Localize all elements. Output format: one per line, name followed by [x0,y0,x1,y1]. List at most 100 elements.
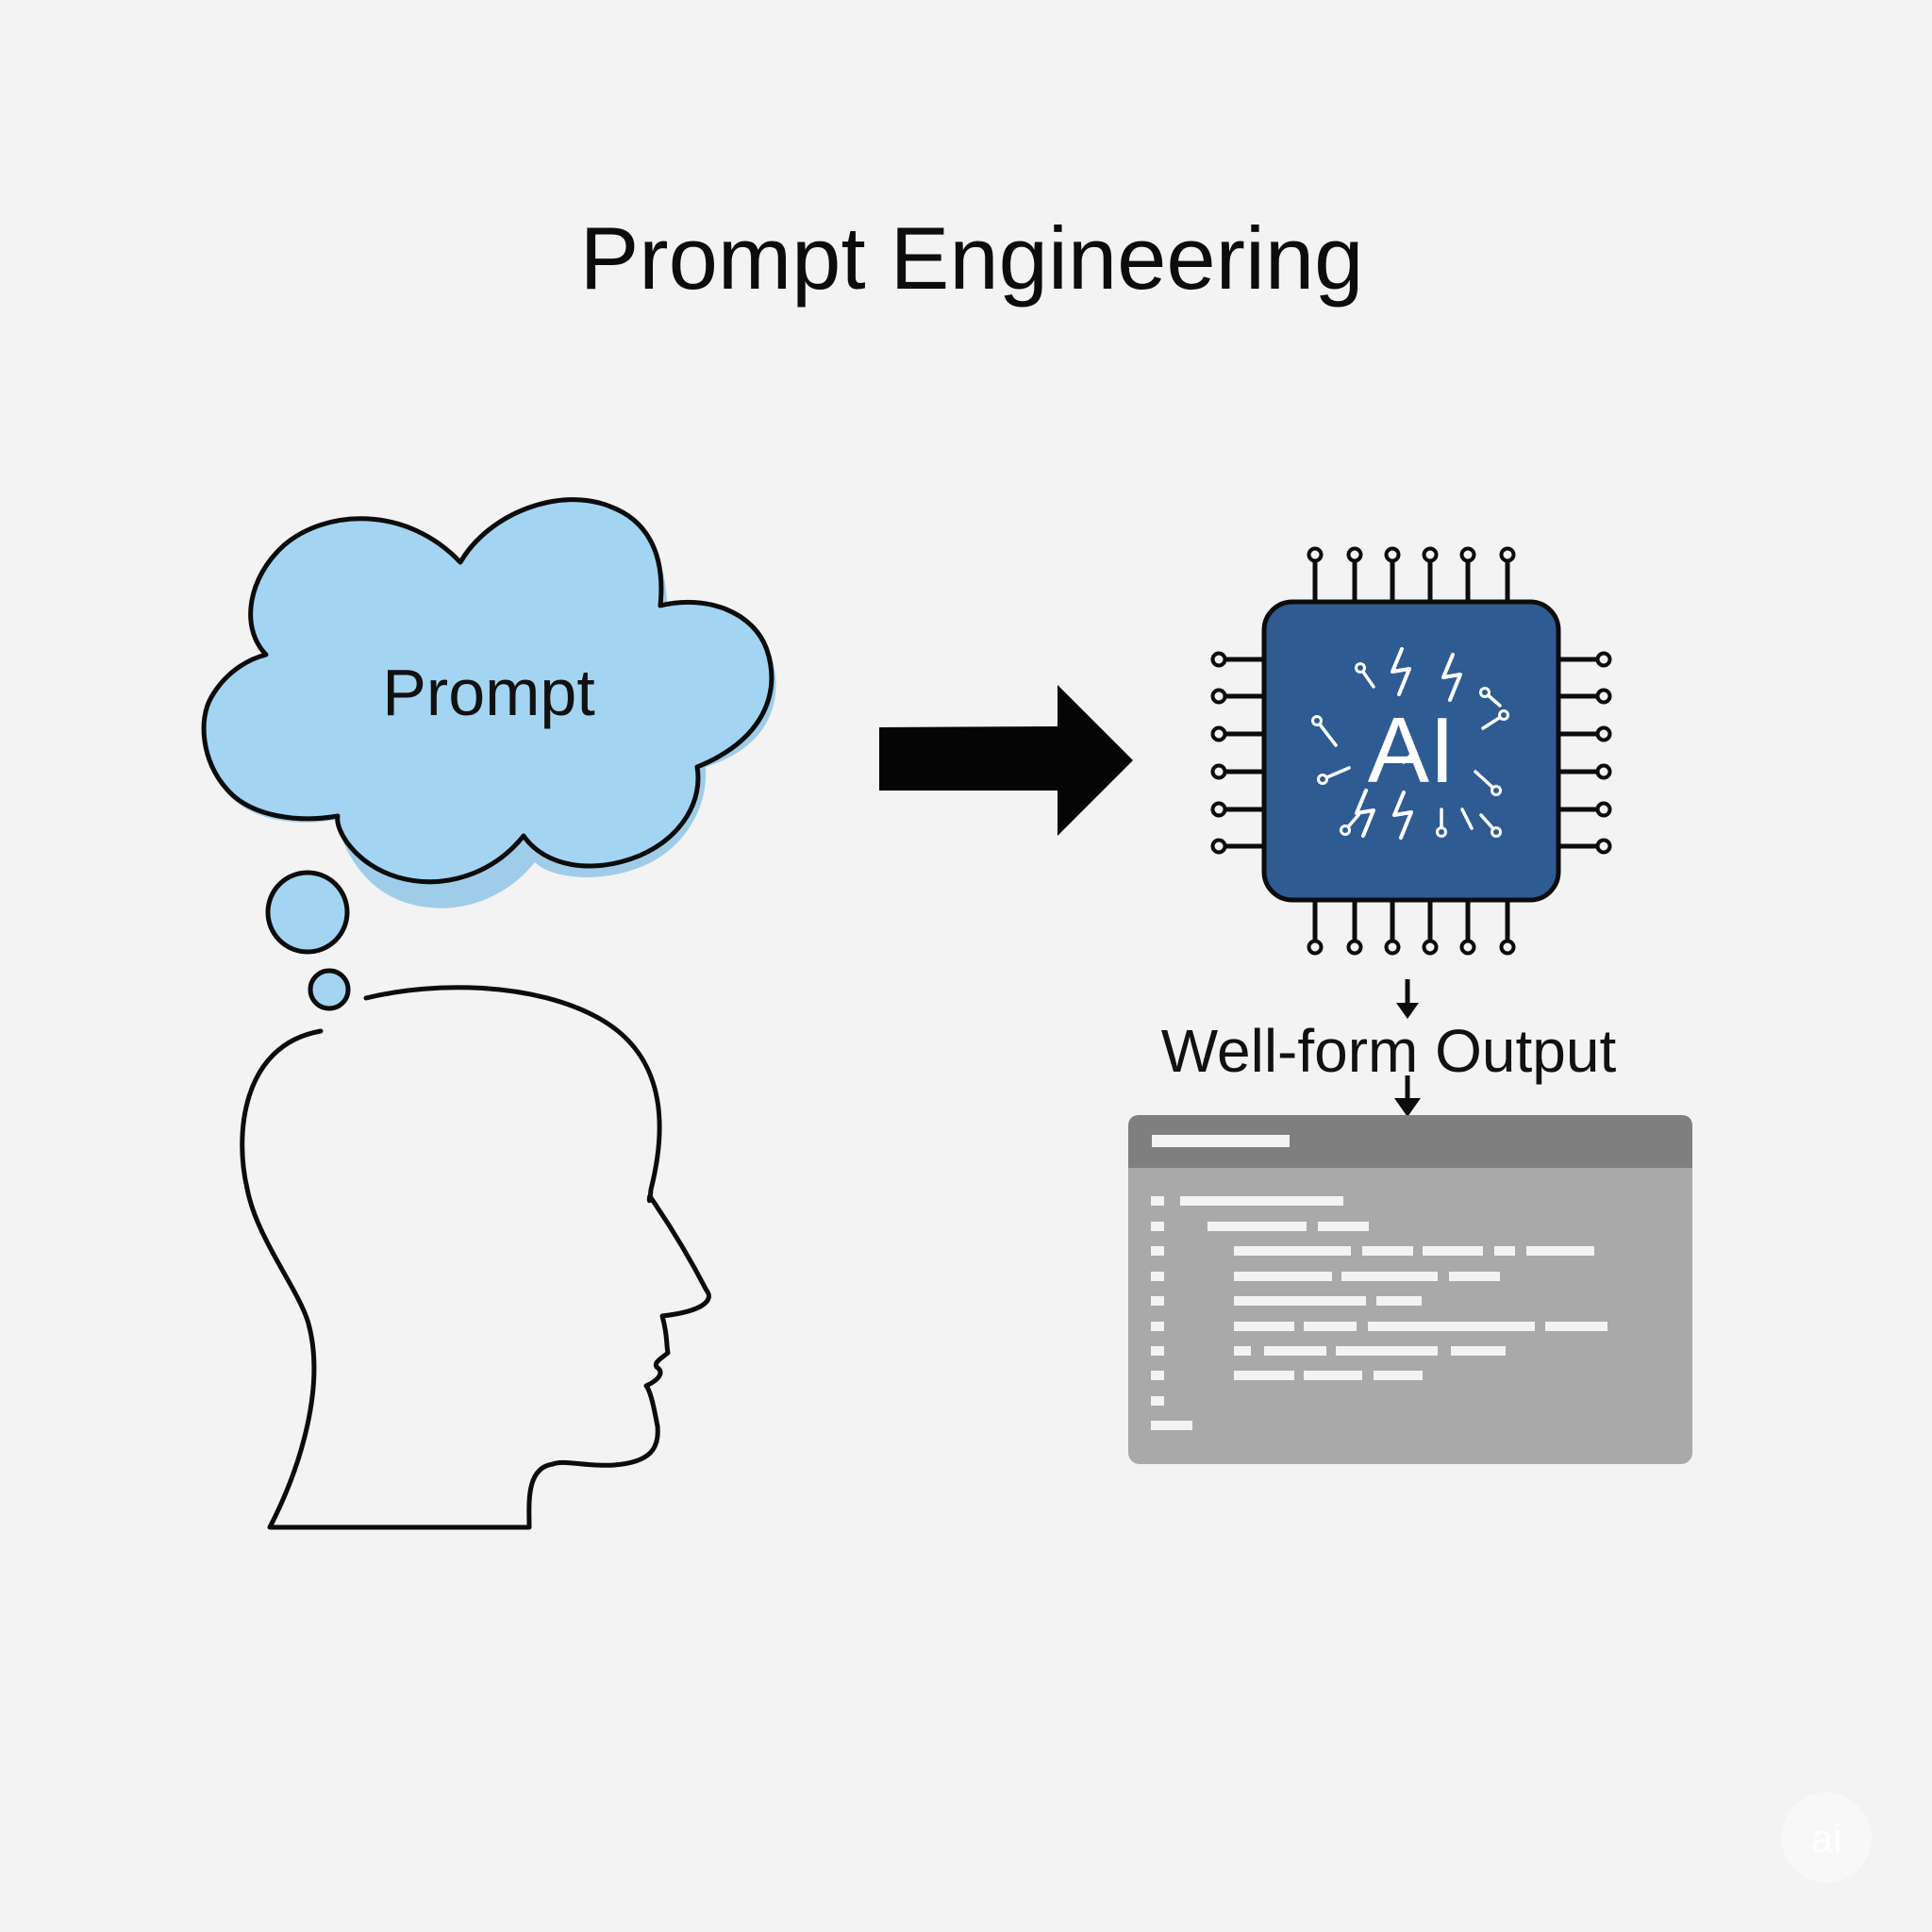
circuit-trace [1402,749,1417,764]
chip-pin-right-end [1595,688,1612,705]
thought-dot-large [265,870,350,955]
circuit-node [1498,709,1509,721]
watermark-circle [1781,1792,1872,1883]
chip-pin-bottom-end [1422,939,1439,956]
code-line-segment [1423,1246,1483,1256]
watermark-badge: ai [1781,1792,1872,1883]
code-line-segment [1449,1272,1500,1281]
code-line-segment [1376,1296,1422,1306]
chip-pin-bottom-end [1459,939,1476,956]
right-arrow-icon [879,685,1133,836]
code-line-segment [1336,1346,1438,1356]
code-line-segment [1526,1246,1594,1256]
code-line-segment [1234,1371,1294,1380]
chip-pin-top-end [1499,546,1516,563]
code-line-segment [1151,1371,1164,1380]
chip-pin-bottom-end [1384,939,1401,956]
circuit-node [1436,826,1447,838]
chip-pin-left-end [1210,763,1227,780]
circuit-node [1317,774,1328,785]
code-line-segment [1234,1296,1366,1306]
chip-pin-left-end [1210,838,1227,855]
window-titlebar [1128,1115,1692,1168]
code-line-segment [1151,1196,1164,1206]
lightning-bolt-icon [1355,789,1375,838]
circuit-trace [1460,808,1474,830]
code-line-segment [1234,1346,1251,1356]
code-line-segment [1451,1346,1506,1356]
chip-pin-bottom-end [1346,939,1363,956]
head-outline [240,985,711,1530]
chip-pin-bottom-end [1499,939,1516,956]
code-line-segment [1234,1272,1332,1281]
chip-pin-left-end [1210,725,1227,742]
code-line-segment [1362,1246,1413,1256]
circuit-node [1491,826,1502,838]
code-line-segment [1151,1396,1164,1406]
circuit-node [1311,715,1323,726]
window-title-line [1152,1135,1290,1147]
code-line-segment [1234,1322,1294,1331]
code-lines [1151,1196,1607,1430]
lightning-bolt-icon [1441,653,1462,702]
watermark-logo: ai [1811,1816,1842,1860]
code-line-segment [1545,1322,1607,1331]
chip-pins [1210,546,1612,956]
code-line-segment [1151,1322,1164,1331]
down-arrow-icon-bottom [1394,1098,1421,1117]
chip-pin-bottom-end [1307,939,1324,956]
chip-pin-top-end [1422,546,1439,563]
code-line-segment [1234,1246,1351,1256]
code-line-segment [1208,1222,1307,1231]
chip-pin-right-end [1595,651,1612,668]
lightning-bolt-icon [1391,647,1411,696]
circuit-node [1355,662,1366,674]
code-line-segment [1341,1272,1438,1281]
output-label: Well-form Output [1161,1017,1617,1085]
code-line-segment [1304,1322,1357,1331]
code-line-segment [1264,1346,1326,1356]
code-line-segment [1304,1371,1362,1380]
chip-pin-right-end [1595,763,1612,780]
circuit-node [1479,687,1491,698]
code-line-segment [1151,1421,1192,1430]
chip-pin-right-end [1595,725,1612,742]
code-line-segment [1494,1246,1515,1256]
ai-chip-icon: AI [1261,599,1561,903]
code-window-icon [1128,1115,1692,1464]
chip-pin-right-end [1595,838,1612,855]
chip-pin-left-end [1210,688,1227,705]
code-line-segment [1151,1272,1164,1281]
head-icon [240,985,711,1530]
code-line-segment [1151,1296,1164,1306]
chip-ai-label: AI [1368,698,1456,802]
chip-body [1261,599,1561,903]
circuit-node [1340,824,1351,836]
chip-pin-top-end [1384,546,1401,563]
code-line-segment [1151,1222,1164,1231]
code-line-segment [1374,1371,1423,1380]
chip-pin-left-end [1210,801,1227,818]
code-line-segment [1151,1346,1164,1356]
chip-pin-right-end [1595,801,1612,818]
code-line-segment [1318,1222,1369,1231]
lightning-bolt-icon [1392,791,1413,840]
chip-circuit-traces [1311,647,1509,840]
down-arrow-icon-top [1396,1003,1419,1019]
chip-pin-top-end [1307,546,1324,563]
code-line-segment [1151,1246,1164,1256]
thought-bubble: Prompt [201,497,776,1011]
chip-pin-top-end [1346,546,1363,563]
circuit-node [1491,785,1502,796]
thought-dot-small [308,968,351,1011]
chip-pin-left-end [1210,651,1227,668]
thought-cloud-icon [201,497,774,885]
prompt-label: Prompt [382,656,595,729]
output-arrows [1394,979,1421,1117]
code-line-segment [1368,1322,1535,1331]
chip-pin-top-end [1459,546,1476,563]
diagram-title: Prompt Engineering [580,208,1364,308]
